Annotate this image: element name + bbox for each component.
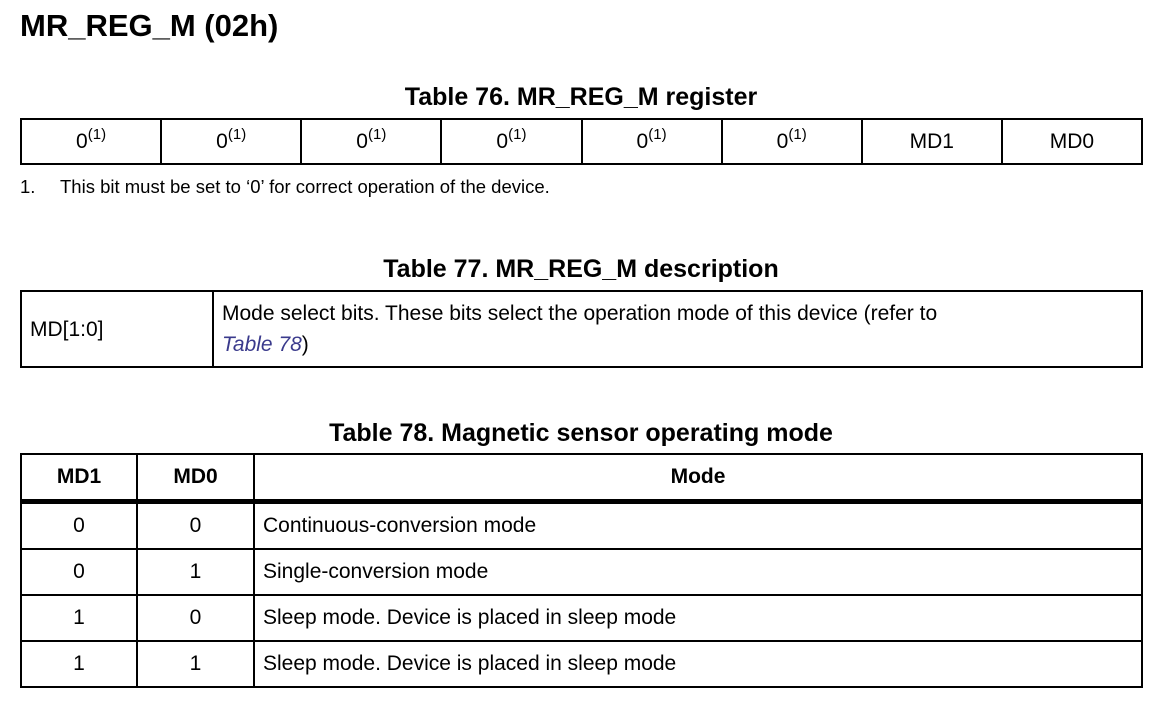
table-row: 1 0 Sleep mode. Device is placed in slee… — [20, 594, 1143, 642]
mode-cell: Sleep mode. Device is placed in sleep mo… — [253, 594, 1143, 642]
footnote-number: 1. — [20, 176, 36, 197]
md1-cell: 0 — [20, 500, 138, 550]
mode-cell: Sleep mode. Device is placed in sleep mo… — [253, 640, 1143, 688]
mode-cell: Single-conversion mode — [253, 548, 1143, 596]
description-closing: ) — [301, 333, 309, 356]
md0-cell: 1 — [136, 548, 255, 596]
bit-cell-6: 0(1) — [160, 118, 303, 165]
mode-cell: Continuous-conversion mode — [253, 500, 1143, 550]
register-bit-table: 0(1) 0(1) 0(1) 0(1) 0(1) 0(1) MD1 MD0 — [19, 118, 1144, 165]
description-row: MD[1:0] Mode select bits. These bits sel… — [20, 290, 1143, 368]
table-77-caption: Table 77. MR_REG_M description — [383, 255, 779, 283]
table-row: 1 1 Sleep mode. Device is placed in slee… — [20, 640, 1143, 688]
table-78-link[interactable]: Table 78 — [222, 333, 302, 356]
field-name-cell: MD[1:0] — [20, 290, 214, 368]
header-md0: MD0 — [136, 453, 255, 504]
md0-cell: 0 — [136, 500, 255, 550]
bit-cell-2: 0(1) — [720, 118, 863, 165]
table-78-caption: Table 78. Magnetic sensor operating mode — [329, 419, 833, 447]
table-76-footnote: 1. This bit must be set to ‘0’ for correc… — [20, 175, 550, 199]
register-bit-row: 0(1) 0(1) 0(1) 0(1) 0(1) 0(1) MD1 MD0 — [19, 118, 1144, 165]
md1-cell: 1 — [20, 594, 138, 642]
md1-cell: 0 — [20, 548, 138, 596]
bit-cell-5: 0(1) — [300, 118, 443, 165]
bit-footnote-ref: (1) — [367, 125, 387, 143]
bit-value: 0 — [216, 129, 228, 153]
bit-value: 0 — [356, 129, 368, 153]
bit-cell-1: MD1 — [860, 118, 1003, 165]
bit-value: 0 — [636, 129, 649, 153]
register-description-table: MD[1:0] Mode select bits. These bits sel… — [20, 290, 1143, 368]
bit-cell-4: 0(1) — [440, 118, 583, 165]
bit-cell-7: 0(1) — [19, 118, 163, 165]
bit-footnote-ref: (1) — [87, 125, 107, 143]
table-row: 0 1 Single-conversion mode — [20, 548, 1143, 596]
bit-footnote-ref: (1) — [508, 125, 527, 143]
header-md1: MD1 — [20, 453, 138, 504]
bit-cell-3: 0(1) — [580, 118, 723, 165]
section-title: MR_REG_M (02h) — [20, 8, 279, 43]
footnote-text: This bit must be set to ‘0’ for correct … — [60, 176, 550, 197]
bit-value: 0 — [496, 129, 509, 153]
bit-value: MD0 — [1049, 129, 1095, 153]
operating-mode-table: MD1 MD0 Mode 0 0 Continuous-conversion m… — [20, 453, 1143, 688]
field-description-cell: Mode select bits. These bits select the … — [212, 290, 1143, 368]
table-76-caption: Table 76. MR_REG_M register — [404, 83, 758, 111]
bit-footnote-ref: (1) — [788, 125, 807, 143]
bit-value: 0 — [76, 129, 88, 153]
table-row: 0 0 Continuous-conversion mode — [20, 500, 1143, 550]
header-mode: Mode — [253, 453, 1143, 504]
bit-footnote-ref: (1) — [648, 125, 667, 143]
table-header-row: MD1 MD0 Mode — [20, 453, 1143, 504]
bit-value: 0 — [776, 129, 789, 153]
bit-footnote-ref: (1) — [227, 125, 247, 143]
md0-cell: 1 — [136, 640, 255, 688]
bit-cell-0: MD0 — [1000, 118, 1144, 165]
bit-value: MD1 — [909, 129, 954, 153]
description-text: Mode select bits. These bits select the … — [222, 302, 938, 325]
md0-cell: 0 — [136, 594, 255, 642]
md1-cell: 1 — [20, 640, 138, 688]
